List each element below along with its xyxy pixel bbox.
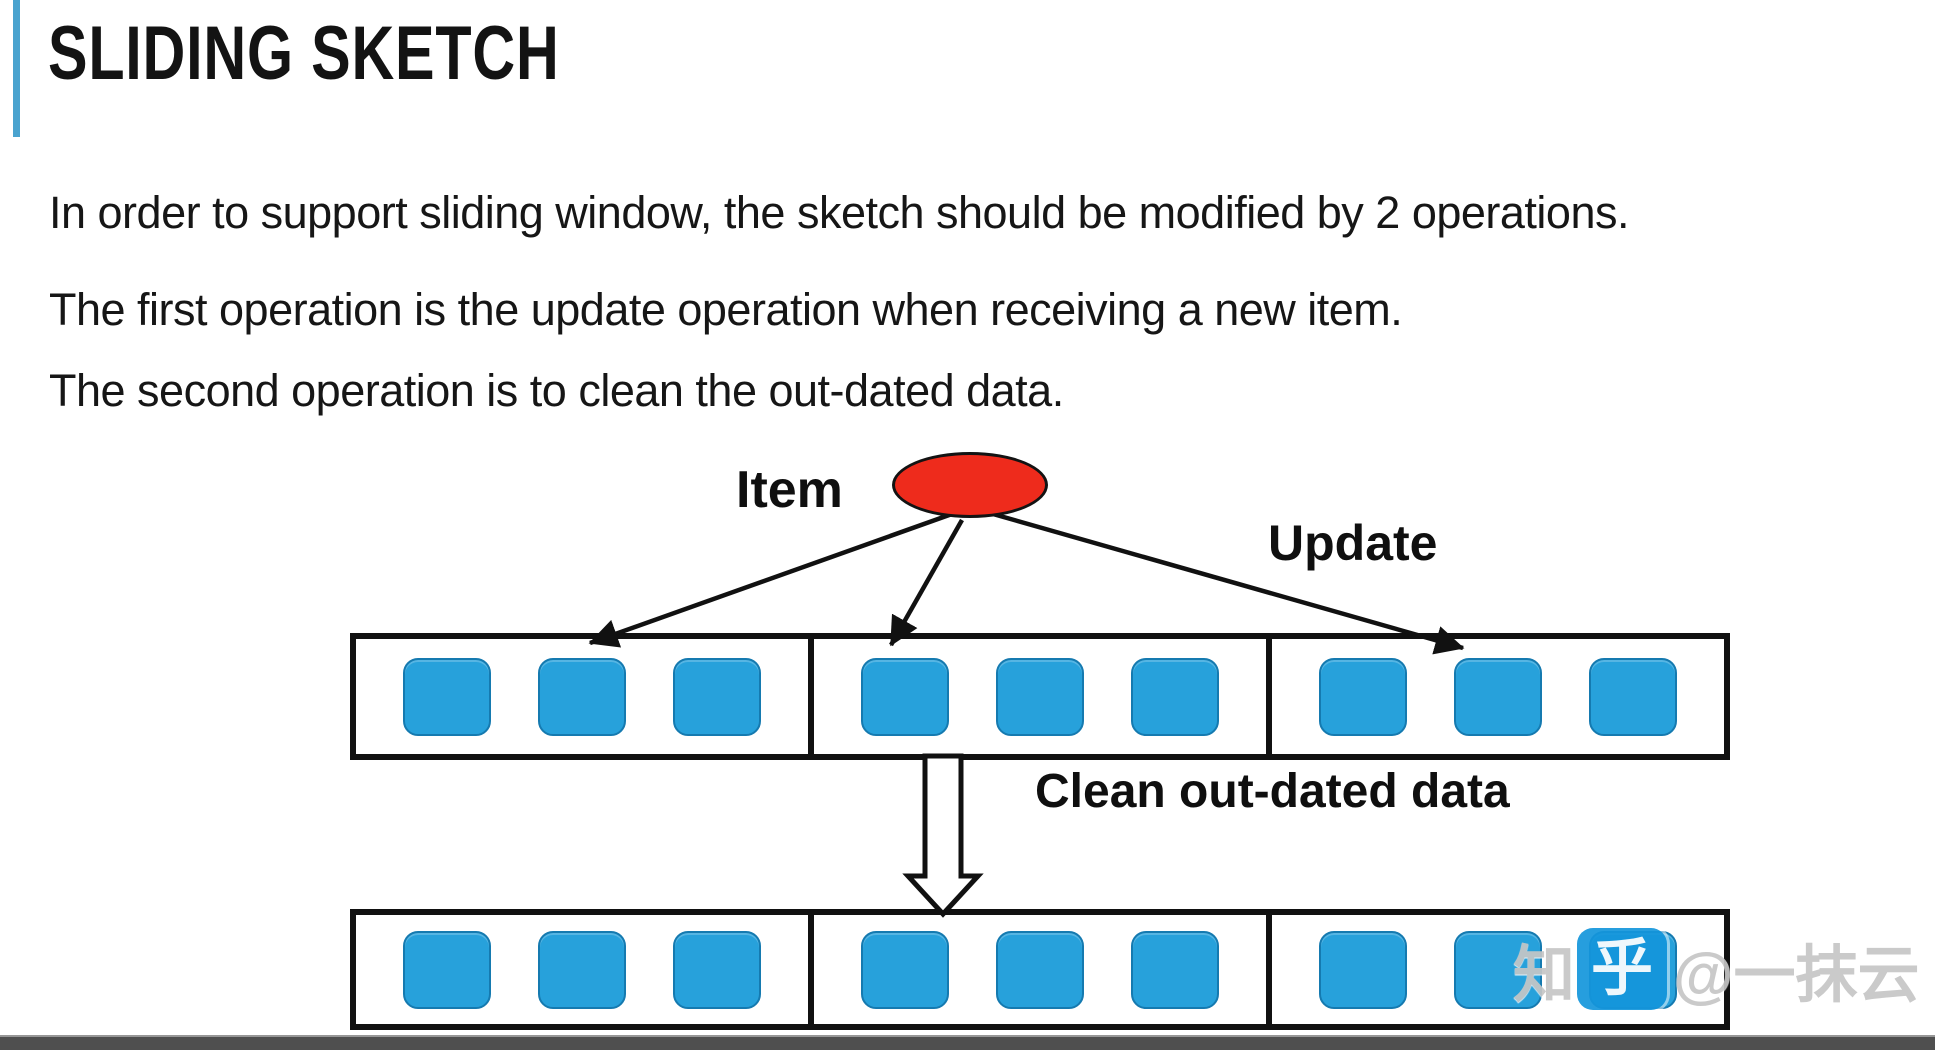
sketch-cell	[1131, 657, 1219, 736]
sketch-cell	[538, 657, 626, 736]
clean-label: Clean out-dated data	[1035, 765, 1510, 818]
sketch-cell	[1319, 657, 1407, 736]
zhihu-logo-icon: 乎	[1577, 928, 1668, 1010]
update-label: Update	[1268, 515, 1438, 571]
sketch-array-top	[350, 633, 1730, 760]
array-top-section-3	[1266, 639, 1724, 754]
sketch-cell	[1454, 930, 1542, 1009]
sketch-cell	[403, 930, 491, 1009]
clean-arrow-icon	[902, 753, 984, 918]
array-bottom-section-1	[356, 915, 808, 1024]
sketch-cell	[1131, 930, 1219, 1009]
sketch-cell	[538, 930, 626, 1009]
intro-line-1: In order to support sliding window, the …	[49, 187, 1629, 238]
array-top-section-1	[356, 639, 808, 754]
sketch-array-bottom	[350, 909, 1730, 1030]
bottom-bar	[0, 1035, 1935, 1050]
intro-line-3: The second operation is to clean the out…	[49, 365, 1064, 416]
sketch-cell	[996, 930, 1084, 1009]
watermark-logo-char: 乎	[1591, 934, 1654, 1003]
sketch-cell	[861, 930, 949, 1009]
sketch-cell	[1589, 657, 1677, 736]
sketch-cell	[1454, 657, 1542, 736]
watermark: 知 乎 @一抹云	[1513, 924, 1919, 1014]
title-accent-bar	[13, 0, 20, 137]
item-ellipse	[892, 452, 1048, 518]
watermark-prefix: 知	[1513, 941, 1576, 1010]
sketch-cell	[673, 657, 761, 736]
sketch-cell	[996, 657, 1084, 736]
item-label: Item	[736, 461, 843, 519]
sketch-cell	[861, 657, 949, 736]
sketch-cell	[673, 930, 761, 1009]
sketch-cell	[1319, 930, 1407, 1009]
update-arrow-left-icon	[588, 511, 953, 648]
array-bottom-section-2	[808, 915, 1266, 1024]
update-arrow-middle-icon	[889, 518, 964, 647]
array-top-section-2	[808, 639, 1266, 754]
page-title: SLIDING SKETCH	[48, 11, 560, 96]
sketch-cell	[403, 657, 491, 736]
intro-line-2: The first operation is the update operat…	[49, 284, 1403, 335]
watermark-handle: @一抹云	[1673, 941, 1920, 1010]
